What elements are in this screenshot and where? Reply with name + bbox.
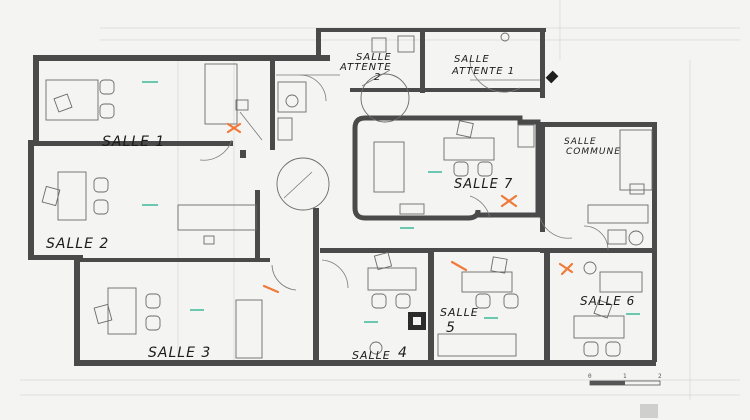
label-salle4-word: SALLE: [352, 349, 391, 362]
commune-furniture: [587, 129, 653, 246]
salle6-furniture: [573, 261, 643, 357]
scale-tick-1: 1: [623, 373, 627, 380]
salle5-furniture: [437, 256, 519, 357]
attente1-furniture: [469, 32, 540, 93]
label-salle2: SALLE 2: [46, 236, 109, 252]
scale-bar: 0 1 2: [588, 373, 662, 386]
scale-tick-2: 2: [658, 373, 662, 380]
label-salle1: SALLE 1: [102, 134, 165, 150]
corner-stamp: [640, 404, 658, 418]
salle4-furniture: [367, 251, 426, 355]
orange-marks: [226, 122, 574, 294]
label-salle5-word: SALLE: [440, 306, 479, 319]
label-attente2-text: ATTENTE: [339, 62, 392, 73]
label-attente1-word: SALLE: [454, 54, 490, 65]
label-commune-word: SALLE: [564, 137, 597, 147]
label-attente2-word: SALLE: [356, 52, 392, 63]
scale-tick-0: 0: [588, 373, 592, 380]
label-commune-text: COMMUNE: [566, 147, 621, 157]
green-annotation-marks: [142, 81, 640, 323]
walls: [28, 28, 657, 366]
label-salle6: SALLE 6: [580, 294, 635, 308]
label-salle4-number: 4: [398, 345, 408, 361]
corridor-door-swings: [199, 139, 609, 291]
salle1-furniture: [45, 63, 263, 141]
label-salle5-number: 5: [446, 320, 456, 336]
label-salle7: SALLE 7: [454, 177, 513, 192]
label-salle3: SALLE 3: [148, 345, 211, 361]
salle7-furniture: [373, 120, 535, 215]
salle3-furniture: [93, 287, 263, 359]
attente2-furniture: [360, 35, 415, 123]
north-arrow-icon: [545, 70, 559, 84]
label-attente1-text: ATTENTE 1: [451, 66, 515, 77]
label-attente2-number: 2: [374, 72, 381, 83]
salle2-furniture: [41, 171, 257, 245]
sanitary-block: [276, 74, 340, 141]
